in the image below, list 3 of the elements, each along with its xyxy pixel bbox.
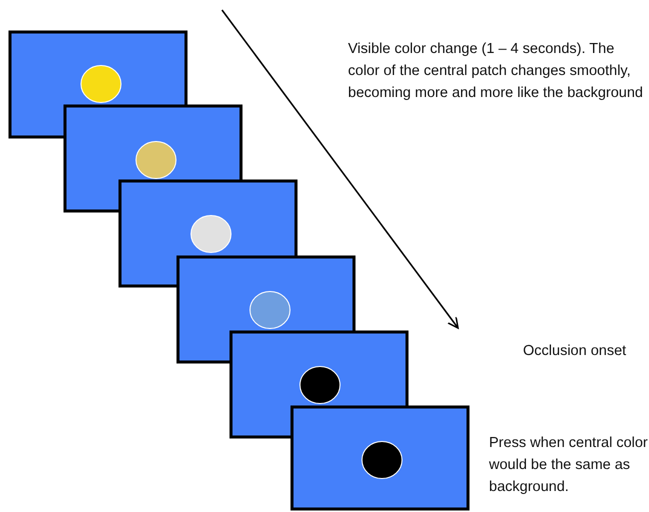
note-text: Visible color change (1 – 4 seconds). The color of the central patch changes smoothly, becoming more and more like the background [348, 40, 644, 103]
note-text: Occlusion onset [523, 342, 628, 361]
note-text: Press when central color would be the same as background. [489, 434, 649, 497]
